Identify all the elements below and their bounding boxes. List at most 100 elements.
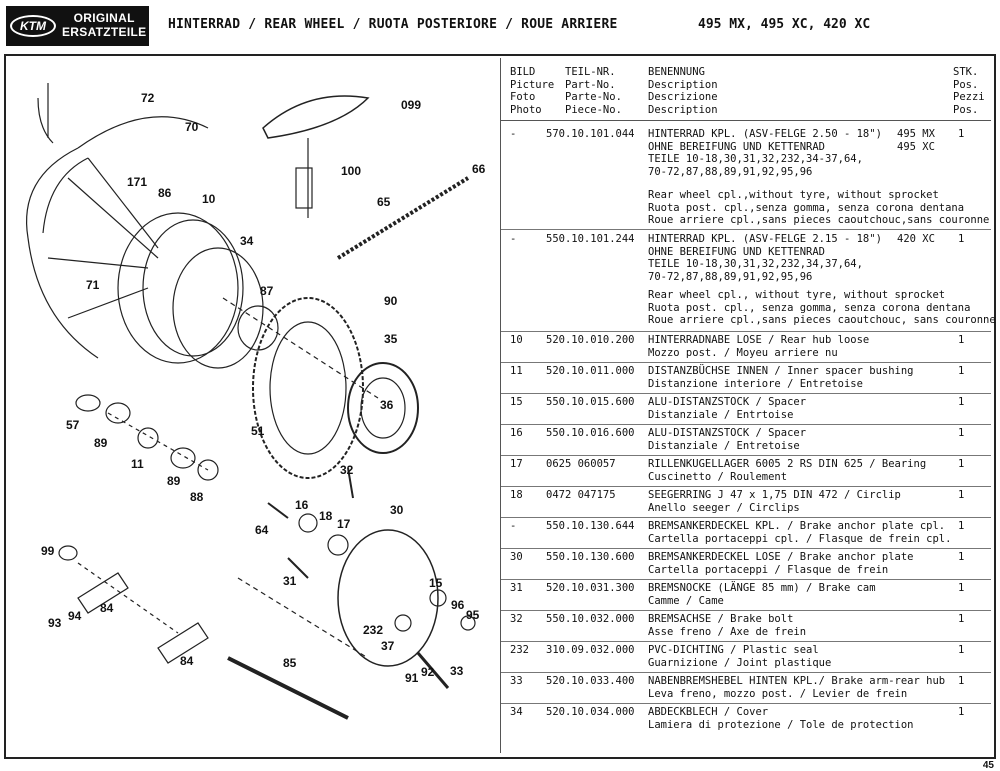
row-quantity: 1 <box>958 582 965 594</box>
spoke <box>67 287 149 319</box>
spacer-11 <box>137 427 159 449</box>
header-picture: BILD Picture Foto Photo <box>510 66 555 116</box>
diagram-label-32: 32 <box>340 463 354 477</box>
diagram-label-34: 34 <box>240 234 254 248</box>
row-picture: 11 <box>510 365 523 377</box>
circlip-87 <box>237 305 279 351</box>
row-picture: - <box>510 233 517 245</box>
diagram-label-88: 88 <box>190 490 204 504</box>
diagram-label-17: 17 <box>337 517 351 531</box>
diagram-label-100: 100 <box>341 164 362 178</box>
row-part-number: 550.10.032.000 <box>546 613 635 625</box>
row-picture: 32 <box>510 613 523 625</box>
diagram-label-11: 11 <box>131 457 144 471</box>
ktm-logo: KTM ORIGINAL ERSATZTEILE <box>6 6 149 46</box>
row-quantity: 1 <box>958 396 965 408</box>
bearing-89 <box>105 402 131 424</box>
spacer-16 <box>298 513 318 533</box>
row-picture: 10 <box>510 334 523 346</box>
row-description: BREMSANKERDECKEL KPL. / Brake anchor pla… <box>648 520 952 545</box>
row-description: NABENBREMSHEBEL HINTEN KPL./ Brake arm-r… <box>648 675 946 700</box>
row-quantity: 1 <box>958 458 965 470</box>
diagram-label-84: 84 <box>100 601 114 615</box>
hub-drum-face <box>142 219 244 357</box>
table-row: 33 520.10.033.400 NABENBREMSHEBEL HINTEN… <box>501 673 991 704</box>
bearing-89b <box>170 447 196 469</box>
diagram-label-64: 64 <box>255 523 269 537</box>
diagram-label-99: 99 <box>41 544 55 558</box>
diagram-drawing <box>26 83 476 720</box>
assembly-line <box>107 412 209 471</box>
row-picture: 33 <box>510 675 523 687</box>
frame-top-border <box>4 54 996 56</box>
diagram-label-35: 35 <box>384 332 398 346</box>
spacer-15 <box>429 589 447 607</box>
diagram-label-96: 96 <box>451 598 465 612</box>
row-quantity: 1 <box>958 427 965 439</box>
diagram-label-33: 33 <box>450 664 464 678</box>
brake-shoe-inner <box>360 377 406 439</box>
row-part-number: 310.09.032.000 <box>546 644 635 656</box>
row-description: BREMSACHSE / Brake bolt Asse freno / Axe… <box>648 613 807 638</box>
diagram-label-099: 099 <box>401 98 422 112</box>
rim-left-arc <box>26 147 79 239</box>
row-part-number: 0472 047175 <box>546 489 616 501</box>
row-part-number: 520.10.010.200 <box>546 334 635 346</box>
row-quantity: 1 <box>958 365 965 377</box>
row-part-number: 550.10.130.600 <box>546 551 635 563</box>
row-description: HINTERRAD KPL. (ASV-FELGE 2.50 - 18") OH… <box>648 128 882 178</box>
header-description: BENENNUNG Description Descrizione Descri… <box>648 66 718 116</box>
rim-top-arc <box>77 116 209 149</box>
table-row: 11 520.10.011.000 DISTANZBÜCHSE INNEN / … <box>501 363 991 394</box>
table-row: 18 0472 047175 SEEGERRING J 47 x 1,75 DI… <box>501 487 991 518</box>
cover-plate-34 <box>172 247 264 369</box>
row-part-number: 550.10.101.244 <box>546 233 635 245</box>
bolt-64 <box>267 502 289 519</box>
diagram-label-89: 89 <box>94 436 108 450</box>
frame-left-border <box>4 54 6 757</box>
diagram-label-51: 51 <box>251 424 265 438</box>
row-picture: - <box>510 128 517 140</box>
spoke <box>67 177 159 259</box>
diagram-label-90: 90 <box>384 294 398 308</box>
brake-shoes-35 <box>347 362 419 454</box>
bearing-17 <box>327 534 349 556</box>
row-picture: 17 <box>510 458 523 470</box>
diagram-label-94: 94 <box>68 609 82 623</box>
table-row: 32 550.10.032.000 BREMSACHSE / Brake bol… <box>501 611 991 642</box>
assembly-line <box>237 577 369 659</box>
diagram-label-57: 57 <box>66 418 80 432</box>
row-part-number: 520.10.034.000 <box>546 706 635 718</box>
row-quantity: 1 <box>958 233 965 245</box>
spoke <box>47 257 149 269</box>
diagram-label-31: 31 <box>283 574 297 588</box>
row-quantity: 1 <box>958 489 965 501</box>
row-quantity: 1 <box>958 128 965 140</box>
row-model: 420 XC <box>897 233 935 245</box>
axle-85 <box>227 656 349 720</box>
diagram-label-15: 15 <box>429 576 443 590</box>
row-picture: 15 <box>510 396 523 408</box>
row-picture: 34 <box>510 706 523 718</box>
row-part-number: 550.10.016.600 <box>546 427 635 439</box>
diagram-label-65: 65 <box>377 195 391 209</box>
header-qty: STK. Pos. Pezzi Pos. <box>953 66 985 116</box>
row-picture: 18 <box>510 489 523 501</box>
row-description: HINTERRAD KPL. (ASV-FELGE 2.15 - 18") OH… <box>648 233 882 283</box>
diagram-label-91: 91 <box>405 671 419 685</box>
bush-57 <box>75 394 101 412</box>
row-description-translations: Rear wheel cpl., without tyre, without s… <box>648 289 996 327</box>
diagram-label-70: 70 <box>185 120 199 134</box>
row-part-number: 570.10.101.044 <box>546 128 635 140</box>
parts-table: BILD Picture Foto Photo TEIL-NR. Part-No… <box>500 58 996 753</box>
table-row: 30 550.10.130.600 BREMSANKERDECKEL LOSE … <box>501 549 991 580</box>
diagram-label-72: 72 <box>141 91 155 105</box>
diagram-label-36: 36 <box>380 398 394 412</box>
circlip-88 <box>197 459 219 481</box>
row-description: HINTERRADNABE LOSE / Rear hub loose Mozz… <box>648 334 870 359</box>
diagram-label-85: 85 <box>283 656 297 670</box>
exploded-parts-diagram: 72 099 70 100 66 171 86 10 65 34 71 87 9… <box>8 58 498 753</box>
row-part-number: 520.10.011.000 <box>546 365 635 377</box>
frame-bottom-border <box>4 757 996 759</box>
diagram-label-232: 232 <box>363 623 384 637</box>
